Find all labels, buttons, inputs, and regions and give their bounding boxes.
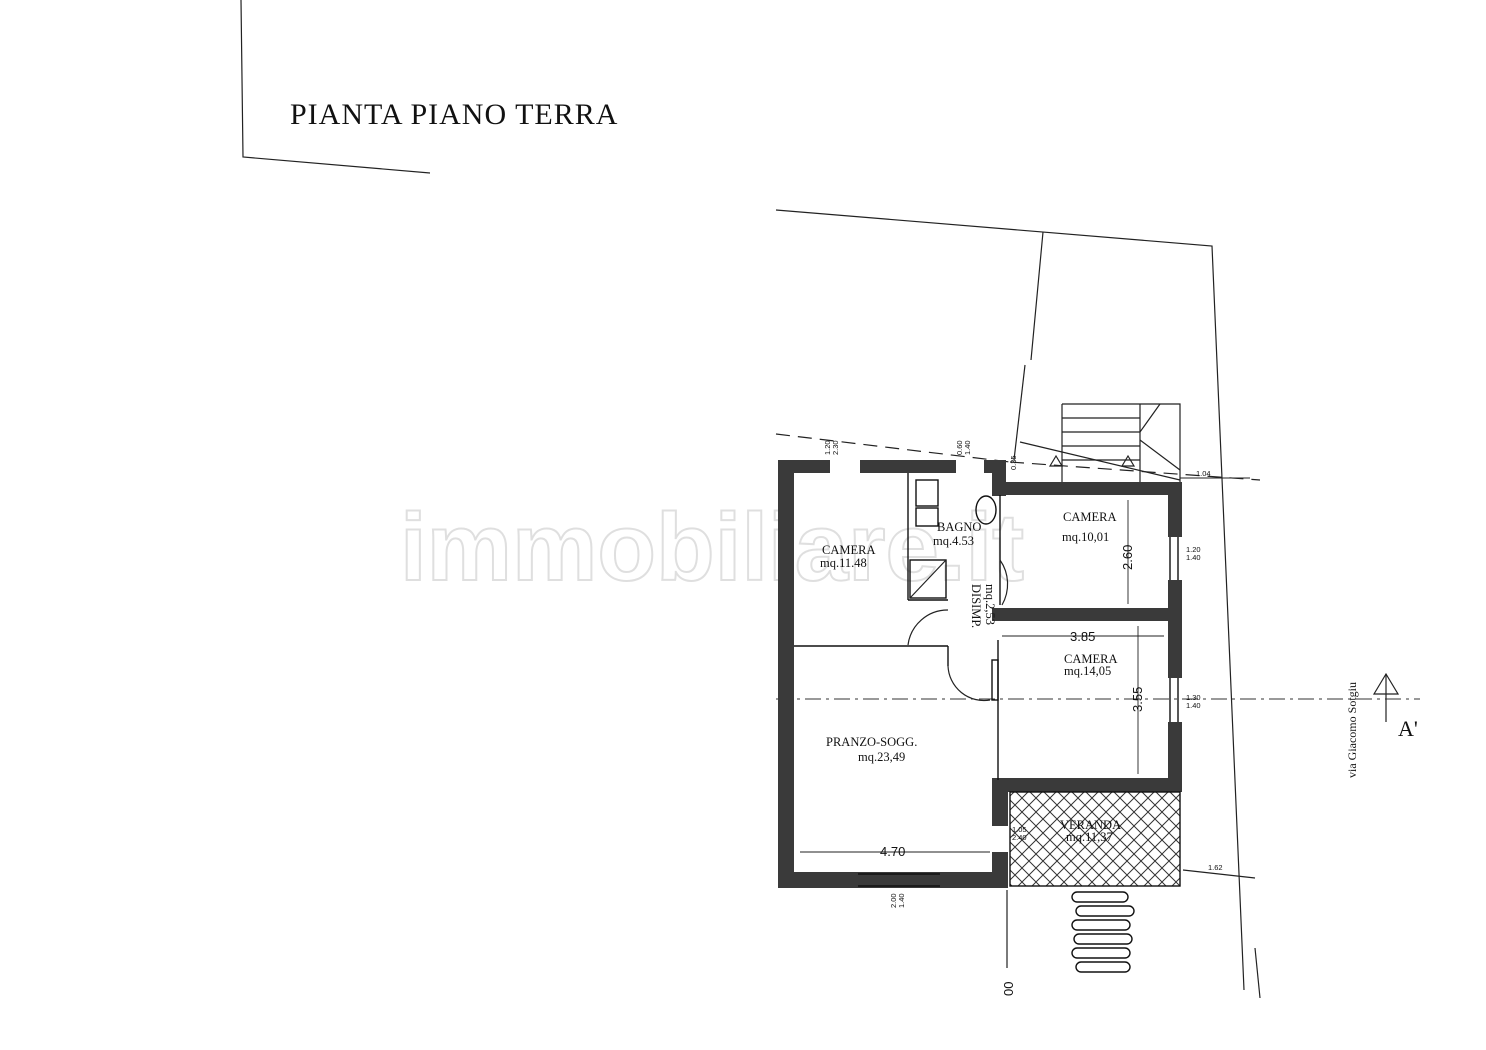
room-name: CAMERA — [1064, 652, 1117, 666]
veranda-hatch — [1009, 791, 1181, 887]
window-label: 1.20 — [1186, 545, 1201, 554]
room-area: mq.11,37 — [1066, 830, 1113, 844]
room-pranzo: PRANZO-SOGG. mq.23,49 — [826, 735, 917, 764]
window-label: 2.30 — [831, 440, 840, 455]
lot-boundary — [240, 0, 1420, 999]
room-area: mq.10,01 — [1062, 530, 1109, 544]
dim-1-04: 1.04 — [1196, 469, 1211, 478]
dim-3-55: 3.55 — [1130, 687, 1145, 712]
room-name: PRANZO-SOGG. — [826, 735, 917, 749]
window-label: 1.20 — [823, 440, 832, 455]
stepping-stones — [1071, 891, 1135, 973]
room-name: DISIMP. — [969, 584, 983, 628]
room-name: CAMERA — [1063, 510, 1116, 524]
partitions — [794, 473, 1179, 887]
dim-1-62: 1.62 — [1208, 863, 1223, 872]
room-veranda: VERANDA mq.11,37 — [1060, 818, 1121, 844]
corner-label: 0.35 — [1009, 455, 1018, 470]
room-area: mq.23,49 — [858, 750, 905, 764]
dim-4-70: 4.70 — [880, 844, 905, 859]
dimension-labels: 2.60 3.85 3.55 4.70 1.04 1.62 00 — [880, 469, 1223, 996]
room-area: mq.2,53 — [983, 584, 997, 625]
room-name: CAMERA — [822, 543, 875, 557]
dim-2-60: 2.60 — [1120, 545, 1135, 570]
window-label: 1.40 — [963, 440, 972, 455]
walls — [778, 460, 1182, 888]
section-marker: A' — [1372, 672, 1418, 741]
room-name: BAGNO — [937, 520, 981, 534]
room-camera-3: CAMERA mq.14,05 — [1064, 652, 1117, 678]
dimension-lines — [800, 477, 1250, 853]
room-area: mq.14,05 — [1064, 664, 1111, 678]
room-camera-2: CAMERA mq.10,01 — [1062, 510, 1116, 544]
window-label: 1.30 — [1186, 693, 1201, 702]
room-area: mq.11.48 — [820, 556, 867, 570]
room-disimp: DISIMP. mq.2,53 — [969, 584, 997, 628]
window-label: 1.40 — [897, 893, 906, 908]
door-label: 2.40 — [1012, 833, 1027, 842]
section-label: A' — [1398, 716, 1418, 741]
window-label: 0.60 — [955, 440, 964, 455]
street-name: via Giacomo Sotgiu — [1345, 682, 1359, 778]
plan-title: PIANTA PIANO TERRA — [290, 98, 618, 131]
window-label: 1.40 — [1186, 553, 1201, 562]
room-area: mq.4.53 — [933, 534, 974, 548]
room-name: VERANDA — [1060, 818, 1121, 832]
window-label: 1.40 — [1186, 701, 1201, 710]
watermark: immobiliare.it — [400, 494, 1024, 601]
dim-3-85: 3.85 — [1070, 629, 1095, 644]
room-camera-1: CAMERA mq.11.48 — [820, 543, 875, 570]
room-bagno: BAGNO mq.4.53 — [933, 520, 981, 548]
door-label: 1.05 — [1012, 825, 1027, 834]
opening-labels: 1.20 2.30 0.60 1.40 0.35 1.20 1.40 1.30 … — [823, 440, 1201, 908]
dim-00: 00 — [1001, 982, 1016, 996]
window-label: 2.00 — [889, 893, 898, 908]
stairs — [1019, 403, 1181, 482]
